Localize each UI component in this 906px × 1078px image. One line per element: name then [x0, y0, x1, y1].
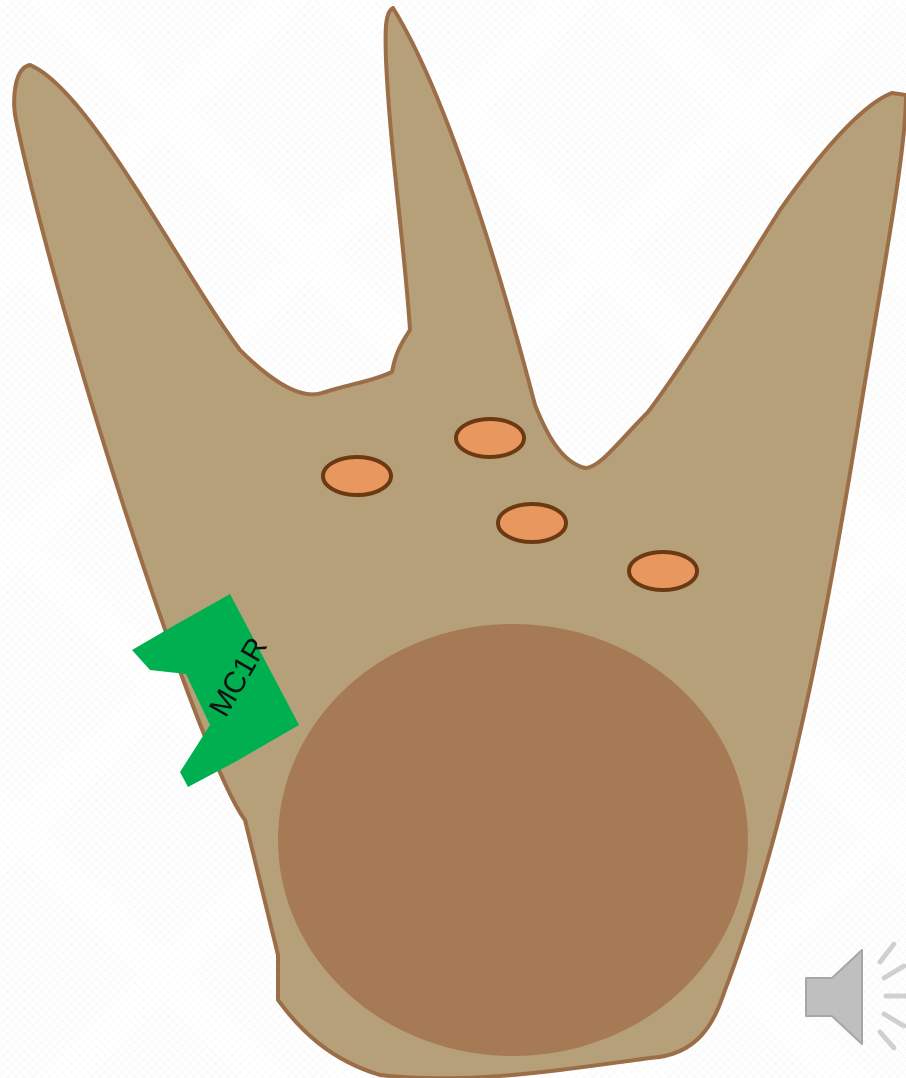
melanosome: [323, 457, 391, 495]
speaker-icon[interactable]: [806, 944, 906, 1048]
nucleus: [278, 624, 748, 1056]
melanosome: [629, 552, 697, 590]
melanosome: [498, 504, 566, 542]
melanosome: [456, 419, 524, 457]
